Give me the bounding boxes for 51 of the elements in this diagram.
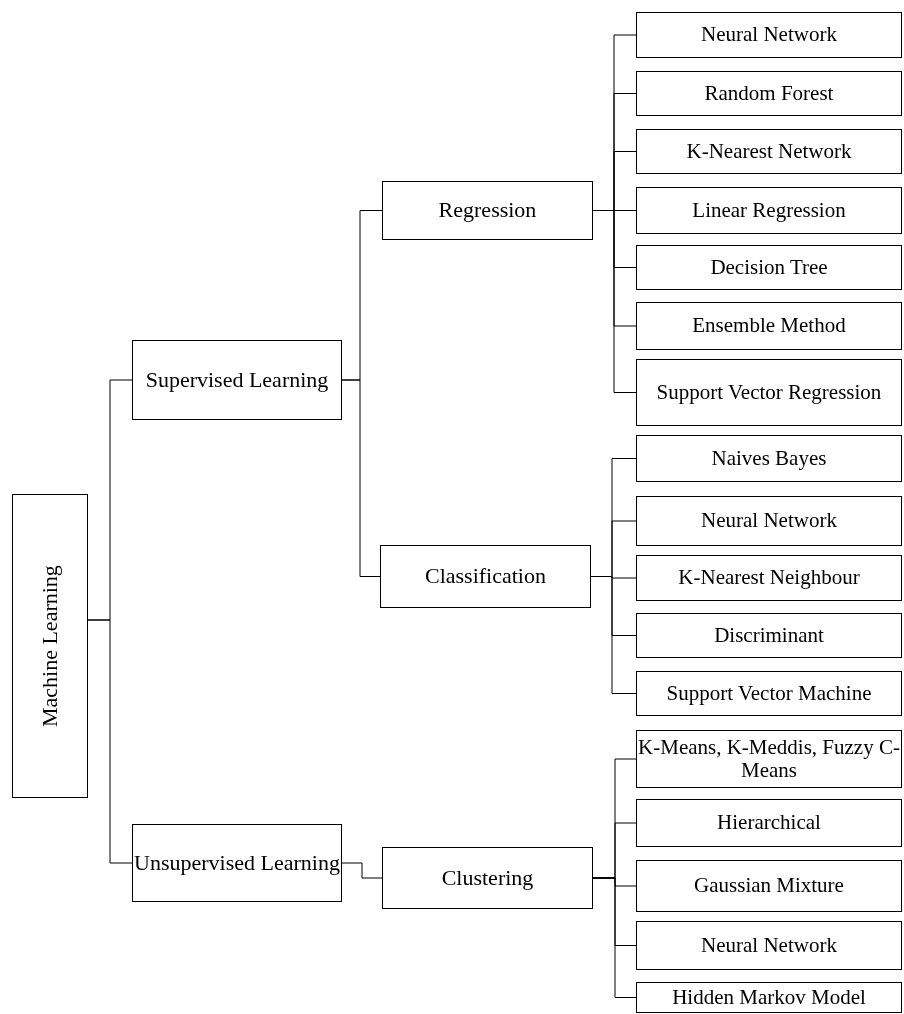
category-box — [636, 71, 902, 116]
box-label: Supervised Learning — [145, 367, 329, 393]
box-label: K-Nearest Neighbour — [678, 566, 860, 590]
category-box — [382, 181, 593, 240]
connector-line — [87, 619, 133, 864]
box-label: Unsupervised Learning — [134, 850, 340, 876]
box-label: Support Vector Machine — [666, 681, 872, 706]
category-box — [636, 12, 902, 58]
box-label: Random Forest — [704, 81, 834, 106]
category-box — [636, 359, 902, 426]
box-label: Gaussian Mixture — [694, 874, 844, 898]
category-box — [636, 799, 902, 847]
category-box — [636, 302, 902, 350]
category-box — [132, 340, 342, 420]
box-label: Neural Network — [701, 509, 837, 533]
category-box — [636, 245, 902, 290]
box-label: K-Nearest Network — [686, 139, 852, 164]
category-box — [636, 613, 902, 658]
connector-line — [341, 862, 383, 879]
category-box — [636, 921, 902, 970]
box-label: Regression — [438, 198, 537, 223]
box-label: Ensemble Method — [692, 314, 846, 338]
category-box — [132, 824, 342, 902]
connector-line — [341, 379, 381, 577]
category-box — [636, 671, 902, 716]
box-label: Neural Network — [701, 933, 837, 958]
box-label: K-Means, K-Meddis, Fuzzy C-Means — [637, 735, 901, 783]
category-box — [636, 129, 902, 174]
box-label: Classification — [425, 564, 546, 589]
category-box — [636, 435, 902, 482]
connector-line — [592, 877, 637, 998]
category-box — [636, 982, 902, 1013]
box-label: Decision Tree — [710, 255, 828, 280]
box-label: Discriminant — [714, 623, 824, 648]
category-box — [12, 494, 88, 798]
connector-line — [592, 210, 637, 393]
box-label: Support Vector Regression — [656, 380, 882, 405]
category-box — [636, 496, 902, 546]
box-label: Neural Network — [701, 23, 837, 47]
category-box — [636, 555, 902, 601]
category-box — [380, 545, 591, 608]
category-box — [636, 860, 902, 912]
category-box — [636, 187, 902, 234]
box-label: Clustering — [441, 865, 534, 891]
box-label: Machine Learning — [37, 565, 63, 727]
box-label: Linear Regression — [692, 198, 846, 223]
connector-line — [590, 576, 637, 694]
box-label: Naives Bayes — [711, 446, 827, 471]
box-label: Hidden Markov Model — [672, 985, 866, 1010]
category-box — [382, 847, 593, 909]
box-label: Hierarchical — [717, 811, 821, 835]
